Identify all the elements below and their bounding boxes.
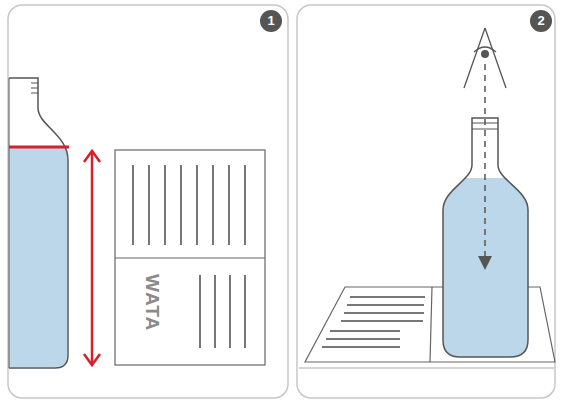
water [9,148,67,367]
newsprint-lines [322,297,425,347]
panel-frame [297,5,555,398]
water [440,178,532,360]
eye-pupil [481,50,489,58]
callout-circle [530,10,552,32]
newsprint-lines [133,165,245,348]
callout-number: 2 [530,10,552,32]
sight-line [484,64,486,258]
callout-number: 1 [260,10,282,32]
sight-arrowhead [478,256,492,270]
floor-line [299,368,554,369]
bottle-outline [9,78,68,368]
panel-frame [8,5,288,398]
height-arrow [84,151,100,365]
callout-circle [260,10,282,32]
bottle-thread [31,83,38,93]
water-level-mark [9,146,69,149]
newspaper-word: WATA [141,274,163,331]
bottle-edge [9,78,10,368]
newspaper [115,150,265,365]
